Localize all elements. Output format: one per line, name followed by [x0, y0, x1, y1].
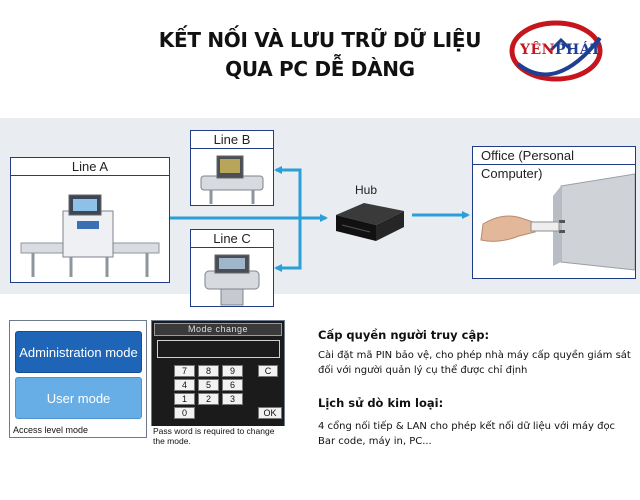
- office-pc-card: Office (Personal Computer): [472, 146, 636, 279]
- access-control-heading: Cấp quyền người truy cập:: [318, 328, 490, 342]
- key-8[interactable]: 8: [198, 365, 219, 377]
- password-caption: Pass word is required to change the mode…: [151, 426, 285, 448]
- key-9[interactable]: 9: [222, 365, 243, 377]
- line-b-card: Line B: [190, 130, 274, 206]
- key-3[interactable]: 3: [222, 393, 243, 405]
- line-a-label: Line A: [11, 158, 169, 176]
- access-control-text-1: Cài đặt mã PIN bảo vệ, cho phép nhà máy …: [318, 350, 631, 361]
- page-title-line-2: QUA PC DỄ DÀNG: [225, 57, 415, 81]
- pin-input[interactable]: [157, 340, 280, 358]
- key-6[interactable]: 6: [222, 379, 243, 391]
- detection-history-text-2: Bar code, máy in, PC...: [318, 436, 432, 447]
- password-caption-line-2: the mode.: [153, 436, 191, 446]
- line-c-card: Line C: [190, 229, 274, 307]
- user-mode-button[interactable]: User mode: [15, 377, 142, 419]
- page-title-line-1: KẾT NỐI VÀ LƯU TRỮ DỮ LIỆU: [158, 28, 482, 52]
- mode-change-keypad-panel: Mode change 7 8 9 C 4 5 6 1 2 3 0 OK: [151, 320, 285, 438]
- administration-mode-button[interactable]: Administration mode: [15, 331, 142, 373]
- detection-history-text-1: 4 cổng nối tiếp & LAN cho phép kết nối d…: [318, 421, 616, 432]
- mode-change-title: Mode change: [154, 323, 282, 336]
- office-pc-label: Office (Personal Computer): [473, 147, 635, 181]
- key-ok[interactable]: OK: [258, 407, 282, 419]
- hub-device-icon: [330, 195, 410, 245]
- line-b-label: Line B: [191, 131, 273, 149]
- key-0[interactable]: 0: [174, 407, 195, 419]
- key-7[interactable]: 7: [174, 365, 195, 377]
- logo-text-yen: YÊN: [520, 42, 555, 58]
- detection-history-heading: Lịch sử dò kim loại:: [318, 396, 444, 410]
- logo-swoosh-icon: [509, 20, 603, 82]
- yen-phat-logo: YÊNPHÁT: [508, 16, 614, 86]
- password-caption-line-1: Pass word is required to change: [153, 426, 275, 436]
- inspection-machine-b-image: [191, 150, 273, 205]
- inspection-machine-c-image: [191, 249, 273, 306]
- logo-wordmark: YÊNPHÁT: [520, 42, 601, 58]
- key-1[interactable]: 1: [174, 393, 195, 405]
- logo-text-phat: PHÁT: [554, 42, 602, 58]
- line-a-card: Line A: [10, 157, 170, 283]
- hub-label: Hub: [355, 183, 378, 197]
- key-4[interactable]: 4: [174, 379, 195, 391]
- access-level-caption: Access level mode: [13, 425, 89, 435]
- laptop-usb-image: [473, 166, 636, 278]
- access-control-text-2: đối với người quản lý cụ thể được chỉ đị…: [318, 365, 528, 376]
- metal-detector-conveyor-image: [11, 177, 169, 282]
- line-c-label: Line C: [191, 230, 273, 248]
- access-level-mode-panel: Administration mode User mode Access lev…: [9, 320, 147, 438]
- key-2[interactable]: 2: [198, 393, 219, 405]
- key-5[interactable]: 5: [198, 379, 219, 391]
- key-clear[interactable]: C: [258, 365, 278, 377]
